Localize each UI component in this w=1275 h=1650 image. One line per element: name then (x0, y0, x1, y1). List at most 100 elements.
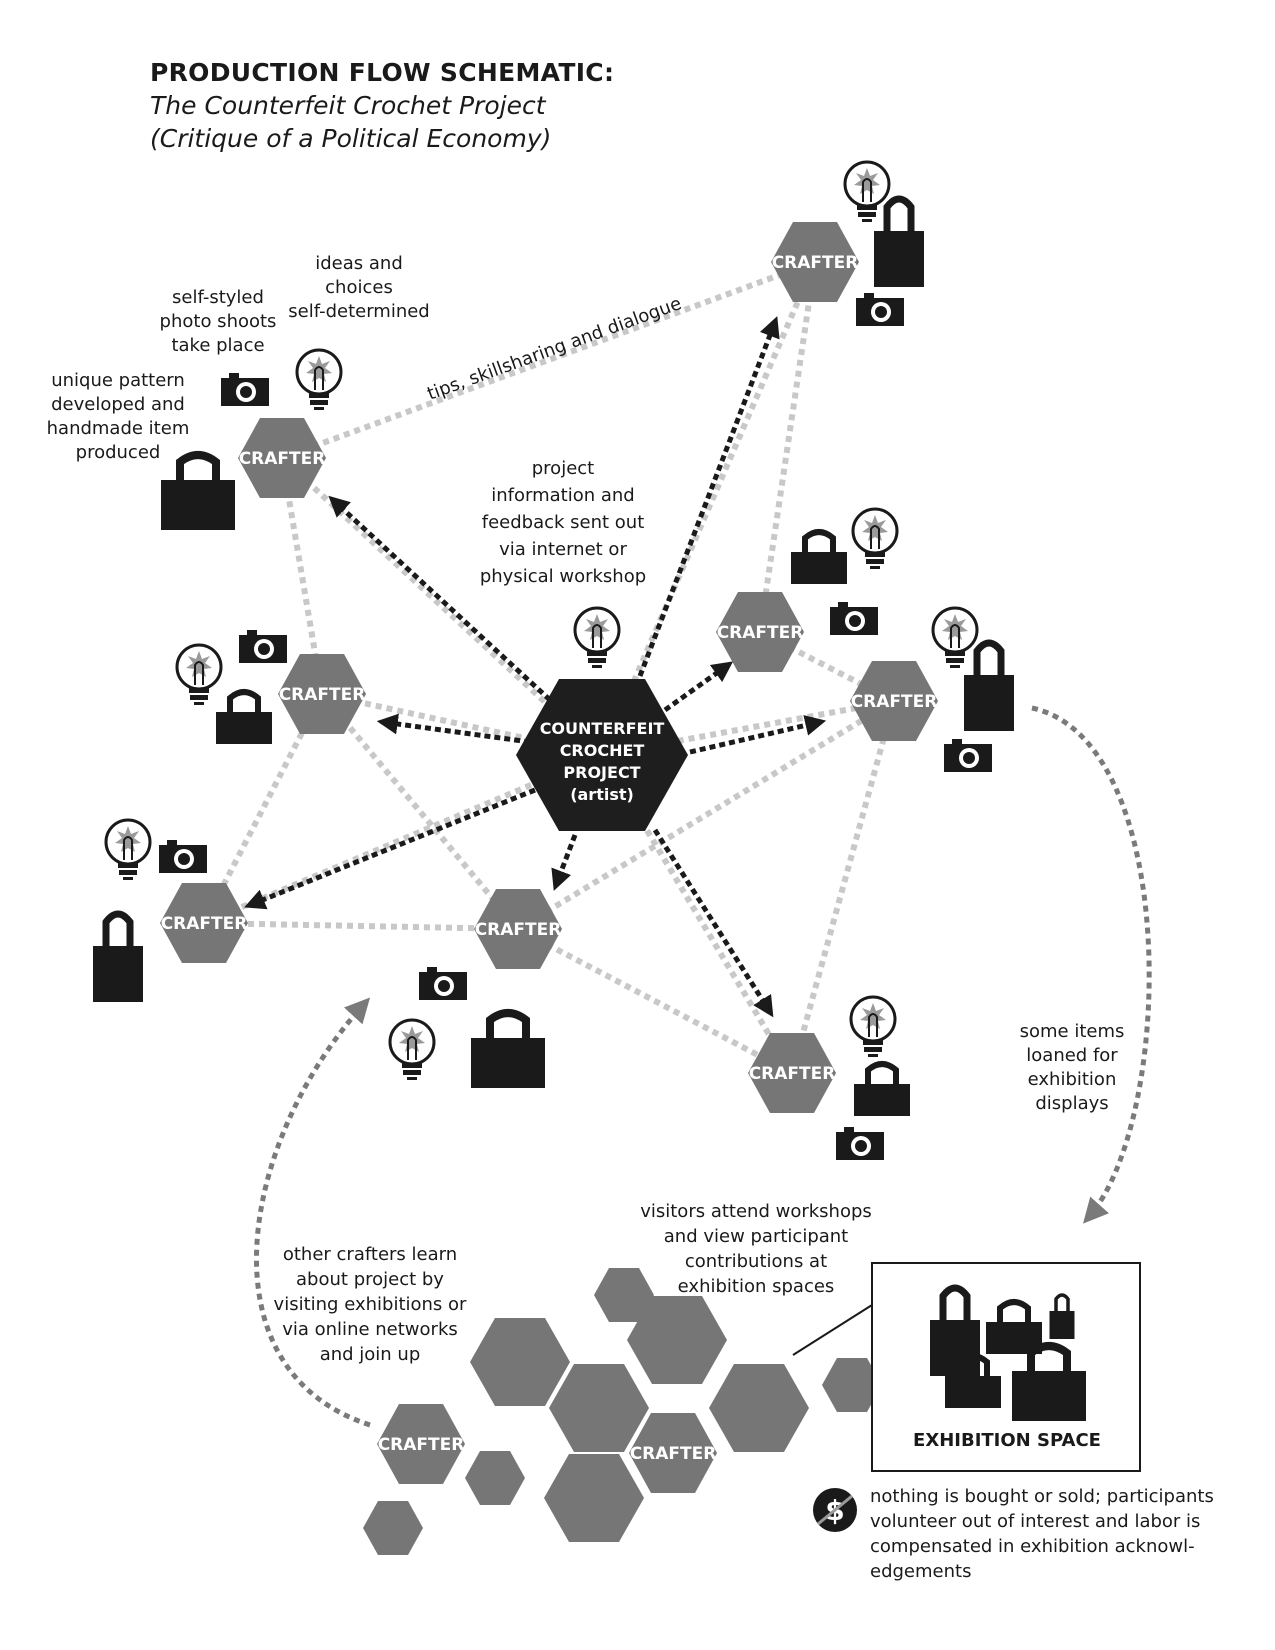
cluster-hex (822, 1358, 882, 1412)
svg-text:project: project (532, 458, 594, 479)
svg-text:handmade item: handmade item (47, 418, 190, 439)
network-line (516, 698, 896, 932)
svg-text:produced: produced (76, 442, 161, 463)
bag-icon (216, 692, 272, 744)
svg-text:information and: information and (491, 485, 634, 506)
tote-bag-icon (93, 914, 143, 1002)
crafter-node: CRAFTER (716, 592, 804, 672)
annotation-project-info: project information and feedback sent ou… (480, 458, 646, 587)
cluster-hex (363, 1501, 423, 1555)
crafter-node: CRAFTER (850, 661, 938, 741)
tote-bag-icon (964, 643, 1014, 731)
annotation-ideas-choices: ideas and choices self-determined (288, 253, 429, 322)
network-line (319, 692, 521, 931)
center-label-line-4: (artist) (570, 785, 634, 804)
crafter-label: CRAFTER (717, 623, 804, 643)
svg-text:and join up: and join up (320, 1344, 421, 1365)
cluster-hex (594, 1268, 654, 1322)
edge-label-tips: tips, skillsharing and dialogue (425, 293, 685, 405)
svg-text:loaned for: loaned for (1026, 1045, 1118, 1066)
bag-icon (854, 1064, 910, 1116)
crafter-node: CRAFTER (474, 889, 562, 969)
svg-text:via online networks: via online networks (282, 1319, 458, 1340)
crafter-label: CRAFTER (161, 914, 248, 934)
flow-arrow (663, 661, 734, 713)
bag-icon (471, 1013, 545, 1088)
bag-icon (791, 532, 847, 584)
lightbulb-icon (388, 1018, 436, 1082)
camera-icon (830, 602, 878, 635)
camera-icon (159, 840, 207, 873)
annotation-items-loaned: some items loaned for exhibition display… (1020, 1021, 1125, 1114)
svg-text:other crafters learn: other crafters learn (283, 1244, 457, 1265)
annotation-visitors: visitors attend workshops and view parti… (640, 1201, 872, 1297)
network-line (516, 926, 794, 1076)
svg-text:take place: take place (171, 335, 264, 356)
flow-arrow (551, 834, 578, 891)
crafter-label: CRAFTER (378, 1435, 465, 1455)
hex-cluster (363, 1268, 882, 1555)
crafter-node: CRAFTER (160, 883, 248, 963)
lightbulb-icon (295, 348, 343, 412)
svg-text:visiting exhibitions or: visiting exhibitions or (274, 1294, 467, 1315)
flow-arrow (376, 713, 531, 745)
tote-bag-icon (874, 199, 924, 287)
center-label-line-1: COUNTERFEIT (540, 719, 665, 738)
title-block: PRODUCTION FLOW SCHEMATIC: The Counterfe… (150, 58, 614, 153)
annotation-photo-shoots: self-styled photo shoots take place (160, 287, 277, 356)
svg-text:via internet or: via internet or (499, 539, 627, 560)
svg-text:developed and: developed and (51, 394, 185, 415)
exhibition-space-box (871, 1262, 1141, 1472)
camera-icon (856, 293, 904, 326)
svg-text:physical workshop: physical workshop (480, 566, 646, 587)
crafter-label: CRAFTER (772, 253, 859, 273)
loan-arrow (1031, 705, 1152, 1224)
cluster-hex (709, 1364, 809, 1452)
center-node: COUNTERFEIT CROCHET PROJECT (artist) (516, 679, 688, 831)
cluster-hex (470, 1318, 570, 1406)
svg-text:edgements: edgements (870, 1561, 971, 1582)
flow-arrow (328, 495, 552, 702)
svg-text:volunteer out of interest and: volunteer out of interest and labor is (870, 1511, 1200, 1532)
svg-text:compensated in exhibition ackn: compensated in exhibition acknowl- (870, 1536, 1195, 1557)
svg-text:displays: displays (1035, 1093, 1108, 1114)
exhibition-space-label: EXHIBITION SPACE (913, 1430, 1101, 1451)
crafter-label: CRAFTER (630, 1444, 717, 1464)
svg-text:photo shoots: photo shoots (160, 311, 277, 332)
lightbulb-icon (849, 995, 897, 1059)
svg-text:and view participant: and view participant (664, 1226, 849, 1247)
svg-text:about project by: about project by (296, 1269, 444, 1290)
svg-text:exhibition spaces: exhibition spaces (678, 1276, 835, 1297)
svg-text:some items: some items (1020, 1021, 1125, 1042)
network-line (599, 260, 818, 757)
crafter-label: CRAFTER (475, 920, 562, 940)
annotation-unique-pattern: unique pattern developed and handmade it… (47, 370, 190, 463)
flow-arrow (652, 828, 774, 1018)
callout-line (792, 1304, 873, 1356)
network-line (599, 753, 795, 1075)
svg-text:feedback sent out: feedback sent out (482, 512, 645, 533)
lightbulb-icon (843, 160, 891, 224)
crafter-label: CRAFTER (749, 1064, 836, 1084)
crafter-node: CRAFTER (771, 222, 859, 302)
svg-text:self-styled: self-styled (172, 287, 264, 308)
flow-arrows (244, 316, 827, 1018)
svg-text:nothing is bought or sold; par: nothing is bought or sold; participants (870, 1486, 1214, 1507)
network-line (203, 920, 519, 932)
svg-text:exhibition: exhibition (1028, 1069, 1117, 1090)
crafter-label: CRAFTER (239, 449, 326, 469)
cluster-hex (549, 1364, 649, 1452)
crafter-label: CRAFTER (279, 685, 366, 705)
svg-text:ideas and: ideas and (315, 253, 403, 274)
lightbulb-icon (573, 606, 621, 670)
crafter-node: CRAFTER (748, 1033, 836, 1113)
network-line (321, 691, 603, 758)
crafter-node: CRAFTER (629, 1413, 717, 1493)
svg-text:self-determined: self-determined (288, 301, 429, 322)
flow-arrow (244, 787, 536, 910)
crafter-label: CRAFTER (851, 692, 938, 712)
footnote: nothing is bought or sold; participants … (870, 1486, 1214, 1582)
cluster-hex (465, 1451, 525, 1505)
center-label-line-2: CROCHET (560, 741, 645, 760)
